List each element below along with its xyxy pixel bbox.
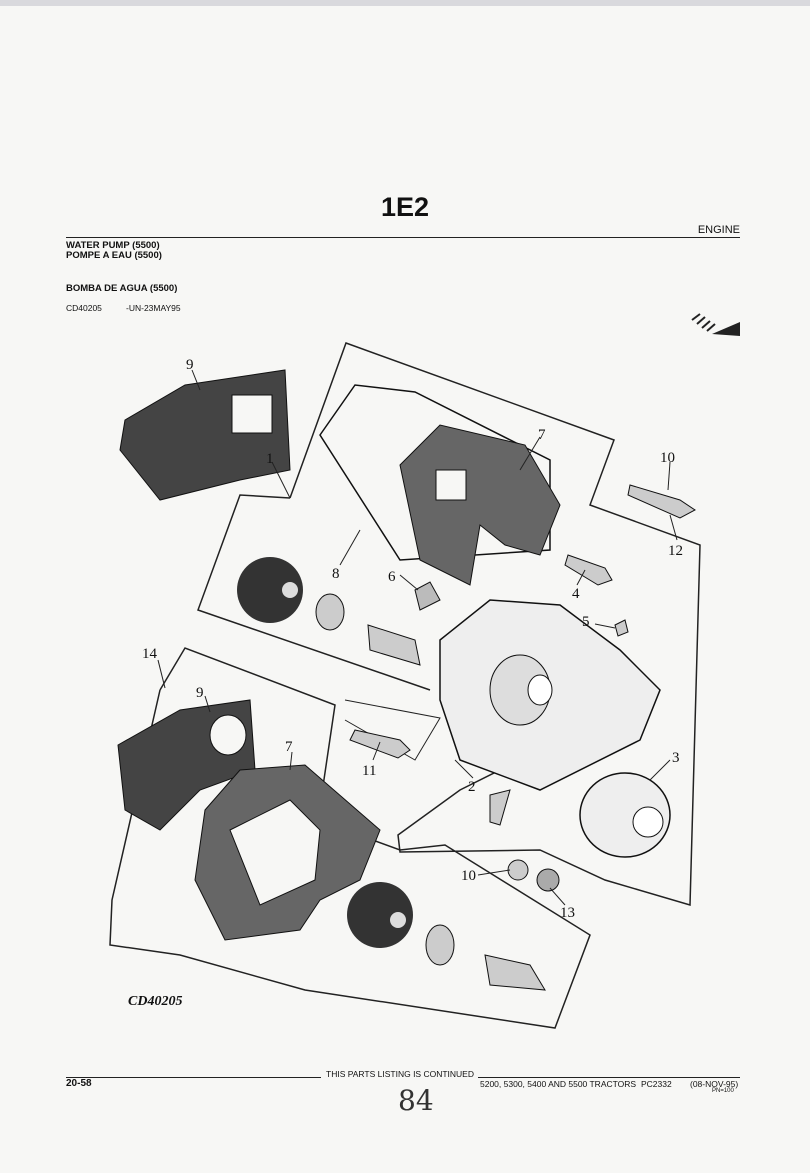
callout-1: 1 <box>266 451 274 467</box>
callout-4: 4 <box>572 586 580 602</box>
gasket-7-upper <box>399 424 561 586</box>
callout-2: 2 <box>468 779 476 795</box>
pn-code: PN=100 <box>712 1088 734 1094</box>
callout-9-lower: 9 <box>196 685 204 701</box>
callout-13: 13 <box>560 905 575 921</box>
callout-10-lower: 10 <box>461 868 476 884</box>
footer-rule-left <box>66 1077 321 1078</box>
illustration-date: -UN-23MAY95 <box>126 303 181 313</box>
catalog-number: PC2332 <box>641 1079 672 1089</box>
gasket-9-upper <box>119 369 291 501</box>
kit-outline-lower <box>109 647 591 1029</box>
callout-7-lower: 7 <box>285 739 293 755</box>
gasket-8 <box>319 384 551 561</box>
callout-14: 14 <box>142 646 158 662</box>
callout-12: 12 <box>668 543 683 559</box>
callout-3: 3 <box>672 750 680 766</box>
continue-arrow-icon <box>691 313 740 336</box>
figure-id: CD40205 <box>128 994 183 1009</box>
section-label: ENGINE <box>697 224 740 236</box>
callout-7: 7 <box>538 427 546 443</box>
callout-10: 10 <box>660 450 675 466</box>
handwritten-page-number: 84 <box>398 1084 434 1117</box>
header-rule <box>66 237 740 238</box>
impeller-lower <box>347 882 413 948</box>
callout-8: 8 <box>332 566 340 582</box>
bolt-4 <box>564 554 613 586</box>
title-french: POMPE A EAU (5500) <box>66 250 162 261</box>
callout-9: 9 <box>186 357 194 373</box>
callout-5: 5 <box>582 614 590 630</box>
continued-notice: THIS PARTS LISTING IS CONTINUED <box>326 1069 474 1079</box>
catalog-date: (08-NOV-95) <box>690 1079 739 1089</box>
page-code: 1E2 <box>380 192 430 222</box>
footer-rule-right <box>478 1077 740 1078</box>
illustration-ref: CD40205 <box>66 303 102 313</box>
models: 5200, 5300, 5400 AND 5500 TRACTORS <box>480 1079 637 1089</box>
title-spanish: BOMBA DE AGUA (5500) <box>66 283 178 294</box>
impeller-upper <box>237 557 303 623</box>
bolt-11 <box>349 729 411 759</box>
page-number: 20-58 <box>66 1078 92 1089</box>
callout-11: 11 <box>362 763 376 779</box>
bolt-10-12 <box>627 484 696 519</box>
callout-6: 6 <box>388 569 396 585</box>
scan-edge <box>0 0 810 6</box>
stud-5 <box>614 619 629 637</box>
title-english: WATER PUMP (5500) <box>66 240 160 251</box>
